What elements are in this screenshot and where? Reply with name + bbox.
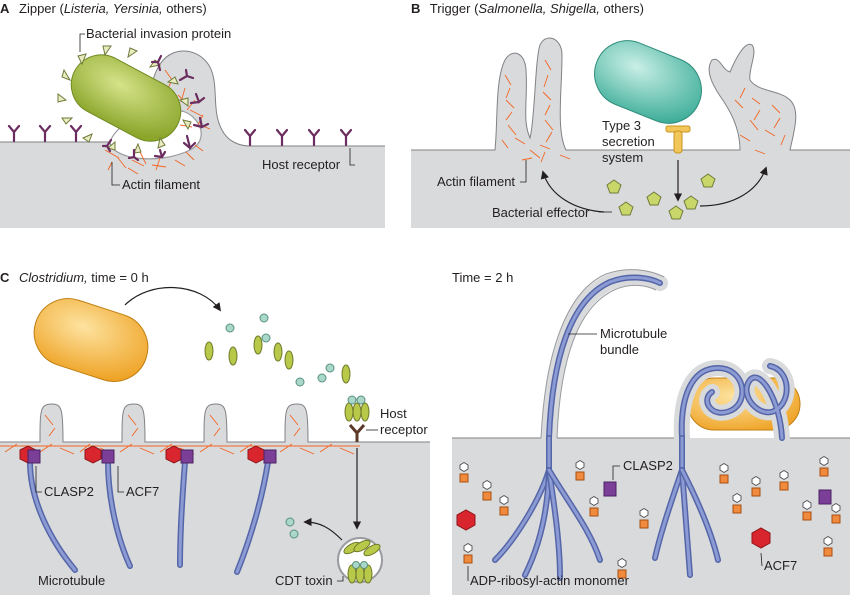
panel-a-leader-actin bbox=[111, 162, 120, 186]
panel-b-label-effector: Bacterial effector bbox=[492, 205, 590, 220]
panel-c-title-suffix: time = 0 h bbox=[88, 270, 149, 285]
panel-c-letter: C bbox=[0, 270, 10, 285]
panel-d-clasp2-markers bbox=[603, 481, 832, 505]
panel-c-release-arrow bbox=[124, 286, 221, 312]
panel-a-title-suffix: others) bbox=[163, 1, 207, 16]
panel-a-title-italic: Listeria, Yersinia, bbox=[64, 1, 163, 16]
panel-a-title: A Zipper (Listeria, Yersinia, others) bbox=[0, 1, 207, 16]
panel-c: C Clostridium, time = 0 h bbox=[0, 270, 430, 595]
panel-a-invasion-proteins bbox=[57, 45, 192, 154]
panel-d-label-bundle-line2: bundle bbox=[600, 342, 639, 357]
panel-c-bacterium bbox=[33, 298, 149, 382]
panel-b-leader-actin bbox=[520, 160, 527, 183]
panel-d-label-bundle-line1: Microtubule bbox=[600, 326, 667, 341]
panel-d-label-clasp2: CLASP2 bbox=[623, 458, 673, 473]
panel-b-title: B Trigger (Salmonella, Shigella, others) bbox=[411, 1, 644, 16]
panel-b-letter: B bbox=[411, 1, 420, 16]
panel-c-label-cdt-toxin: CDT toxin bbox=[275, 573, 333, 588]
panel-c-leader-acf7 bbox=[117, 466, 124, 493]
panel-b-label-t3ss-line1: Type 3 bbox=[602, 118, 641, 133]
panel-c-title-italic: Clostridium, bbox=[19, 270, 88, 285]
panel-c-label-host-line1: Host bbox=[380, 406, 407, 421]
panel-c-microtubules bbox=[27, 459, 271, 575]
panel-a-bacterium bbox=[70, 54, 182, 142]
panel-b-arrow-right bbox=[699, 166, 768, 207]
panel-a-label-host-receptor: Host receptor bbox=[262, 157, 341, 172]
panel-d-leader-clasp2 bbox=[612, 465, 620, 480]
panel-b: B Trigger (Salmonella, Shigella, others) bbox=[411, 1, 850, 228]
panel-b-label-t3ss-line2: secretion bbox=[602, 134, 655, 149]
panel-d-microtubule-bundles bbox=[492, 274, 721, 581]
panel-b-actin-filaments bbox=[501, 59, 786, 163]
panel-c-clasp2-markers bbox=[27, 449, 277, 464]
panel-b-title-prefix: Trigger ( bbox=[430, 1, 479, 16]
panel-a-host-receptors bbox=[7, 54, 353, 162]
panel-d-label-adp-ribosyl-actin: ADP-ribosyl-actin monomer bbox=[470, 573, 630, 588]
panel-c-leader-cdt bbox=[337, 576, 344, 582]
panel-a-leader-invasion bbox=[79, 33, 85, 52]
panel-b-bacterial-effectors bbox=[606, 173, 716, 220]
panel-b-host-cell bbox=[411, 37, 850, 228]
panel-d-leader-acf7 bbox=[760, 552, 763, 567]
panel-b-label-actin: Actin filament bbox=[437, 174, 515, 189]
panel-d-title: Time = 2 h bbox=[452, 270, 513, 285]
panel-b-type3-secretion-system bbox=[665, 125, 691, 154]
panel-b-bacterium bbox=[594, 40, 702, 124]
panel-b-title-italic: Salmonella, Shigella, bbox=[478, 1, 599, 16]
panel-c-label-acf7: ACF7 bbox=[126, 484, 159, 499]
panel-d: Time = 2 h bbox=[452, 269, 850, 595]
panel-c-label-microtubule: Microtubule bbox=[38, 573, 105, 588]
panel-c-bound-cdt bbox=[344, 395, 370, 422]
panel-a-leader-receptor bbox=[349, 148, 355, 166]
panel-c-host-receptor bbox=[348, 424, 366, 442]
panel-b-label-t3ss-line3: system bbox=[602, 150, 643, 165]
panel-c-released-subunits bbox=[285, 517, 299, 539]
panel-d-adp-ribosyl-actin-monomers bbox=[459, 455, 841, 579]
panel-c-leader-clasp2 bbox=[35, 466, 42, 493]
panel-c-release-cytosol-arrow bbox=[303, 517, 343, 541]
panel-b-arrow-left bbox=[540, 170, 605, 213]
panel-c-label-host-line2: receptor bbox=[380, 422, 428, 437]
panel-a-label-invasion-protein: Bacterial invasion protein bbox=[86, 26, 231, 41]
panel-c-title: C Clostridium, time = 0 h bbox=[0, 270, 149, 285]
panel-a-title-prefix: Zipper ( bbox=[19, 1, 64, 16]
panel-d-label-acf7: ACF7 bbox=[764, 558, 797, 573]
panel-a: A Zipper (Listeria, Yersinia, others) bbox=[0, 1, 385, 229]
panel-c-endosome bbox=[337, 537, 383, 584]
panel-c-toxin-subunits bbox=[204, 313, 351, 387]
panel-d-bundle-sheath bbox=[541, 269, 668, 446]
panel-a-label-actin: Actin filament bbox=[122, 177, 200, 192]
panel-c-label-clasp2: CLASP2 bbox=[44, 484, 94, 499]
panel-a-letter: A bbox=[0, 1, 10, 16]
panel-d-wrapping-protrusions bbox=[673, 358, 795, 446]
panel-d-acf7-markers bbox=[456, 509, 771, 549]
panel-b-title-suffix: others) bbox=[600, 1, 644, 16]
